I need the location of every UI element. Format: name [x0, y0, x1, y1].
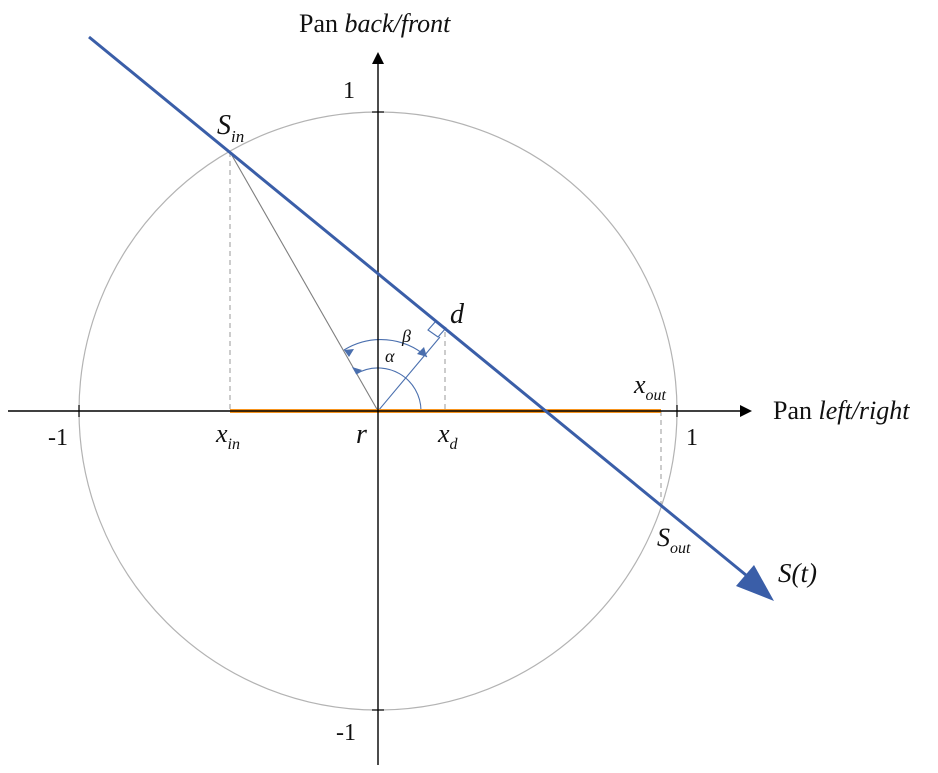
y-axis-title-prefix: Pan [299, 9, 345, 38]
s-in-main: S [217, 110, 231, 141]
beta-label: β [401, 326, 411, 346]
alpha-label: α [385, 346, 395, 366]
x-d-main: x [437, 419, 450, 448]
s-out-sub: out [670, 540, 691, 557]
trajectory-label: S(t) [778, 558, 817, 588]
x-d-label: xd [437, 419, 459, 453]
beta-arc [343, 339, 428, 358]
x-out-label: xout [633, 370, 667, 404]
alpha-arrowhead [352, 367, 362, 374]
x-in-sub: in [228, 436, 240, 453]
x-tick-label-left: -1 [48, 425, 68, 451]
y-axis-title: Pan back/front [299, 9, 451, 38]
y-axis-title-italic: back/front [345, 9, 452, 38]
s-out-label: Sout [657, 523, 691, 557]
beta-arrowhead-left [344, 349, 354, 357]
x-axis-title: Pan left/right [773, 396, 910, 425]
x-d-sub: d [450, 436, 459, 453]
y-tick-label-top: 1 [343, 78, 355, 104]
origin-to-d [377, 336, 441, 412]
x-axis-title-prefix: Pan [773, 396, 819, 425]
y-tick-label-bottom: -1 [336, 720, 356, 746]
x-out-sub: out [646, 387, 667, 404]
alpha-arc [355, 367, 422, 412]
s-out-main: S [657, 523, 670, 552]
x-axis-title-italic: left/right [819, 396, 911, 425]
s-in-sub: in [231, 127, 244, 146]
d-label: d [450, 299, 465, 330]
x-out-main: x [633, 370, 646, 399]
trajectory-arrowhead [736, 565, 774, 601]
x-tick-label-right: 1 [686, 425, 698, 451]
r-label: r [356, 419, 367, 450]
trajectory-line [88, 35, 753, 582]
s-in-label: Sin [217, 110, 244, 146]
x-in-main: x [215, 419, 228, 448]
x-in-label: xin [215, 419, 240, 453]
beta-arrowhead-right [417, 347, 427, 357]
